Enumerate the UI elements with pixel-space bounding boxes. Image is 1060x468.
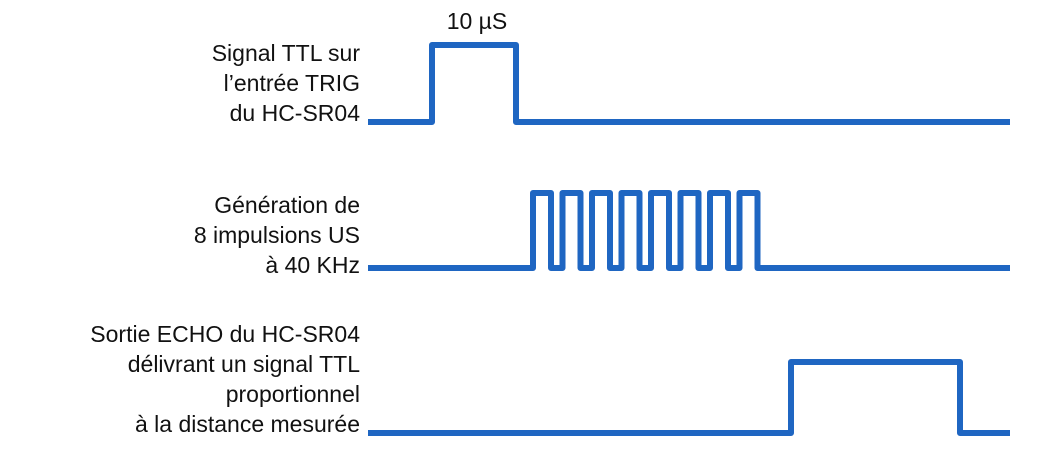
trig-signal-label: Signal TTL sur l’entrée TRIG du HC-SR04	[212, 38, 360, 128]
burst-label-line: Génération de	[214, 192, 360, 218]
burst-signal-label: Génération de 8 impulsions US à 40 KHz	[194, 190, 360, 280]
trig-label-line: Signal TTL sur	[211, 40, 360, 66]
trig-waveform	[368, 42, 1010, 125]
echo-label-line: Sortie ECHO du HC-SR04	[90, 321, 360, 347]
echo-label-line: proportionnel	[225, 381, 360, 407]
burst-label-line: 8 impulsions US	[193, 222, 360, 248]
echo-signal-label: Sortie ECHO du HC-SR04 délivrant un sign…	[90, 319, 360, 439]
trig-label-line: du HC-SR04	[229, 100, 360, 126]
burst-waveform	[368, 190, 1010, 271]
echo-waveform	[368, 359, 1010, 436]
echo-label-line: à la distance mesurée	[134, 411, 360, 437]
pulse-width-label: 10 µS	[446, 8, 508, 34]
echo-label-line: délivrant un signal TTL	[127, 351, 360, 377]
burst-label-line: à 40 KHz	[265, 252, 360, 278]
trig-label-line: l’entrée TRIG	[223, 70, 360, 96]
